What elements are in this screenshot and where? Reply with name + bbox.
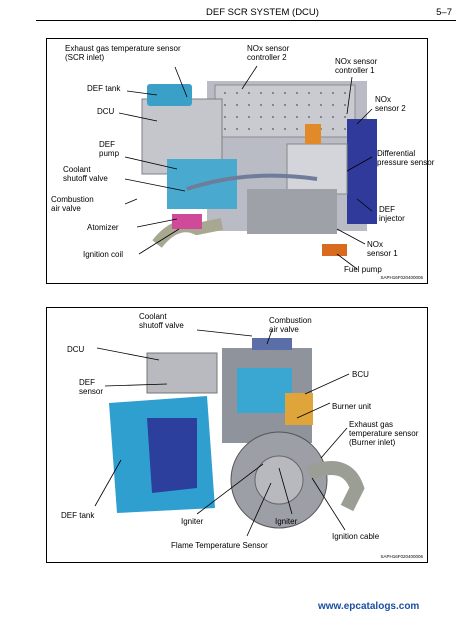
nox-controller (305, 124, 321, 144)
label-nox-sensor-controller-2: NOx sensor controller 2 (247, 44, 290, 62)
label-coolant-shutoff-valve: Coolant shutoff valve (63, 165, 108, 183)
label-dcu-2: DCU (67, 345, 85, 354)
scr-canister (347, 119, 377, 224)
label-exhaust-gas-temp-sensor-burner: Exhaust gas temperature sensor (Burner i… (349, 420, 419, 447)
engine-scr-illustration (118, 65, 377, 270)
dcu-bracket (146, 352, 218, 394)
label-def-injector: DEF injector (379, 205, 405, 223)
label-nox-sensor-1: NOx sensor 1 (367, 240, 398, 258)
label-nox-sensor-2: NOx sensor 2 (375, 95, 406, 113)
figure-code-2: SAPH16F020400006 (380, 554, 423, 559)
section-title: DEF SCR SYSTEM (DCU) (206, 7, 319, 18)
label-flame-temperature-sensor: Flame Temperature Sensor (171, 541, 268, 550)
label-dcu: DCU (97, 107, 115, 116)
label-fuel-pump: Fuel pump (344, 265, 382, 274)
burner-housing (237, 368, 292, 413)
tank-brace (147, 418, 197, 493)
label-ignition-cable: Ignition cable (332, 532, 380, 541)
leader-lines (118, 65, 373, 270)
label-def-tank: DEF tank (87, 84, 121, 93)
page-number: 5–7 (436, 7, 452, 18)
label-differential-pressure-sensor: Differential pressure sensor (377, 149, 435, 167)
site-watermark[interactable]: www.epcatalogs.com (318, 601, 420, 612)
valve-block (252, 338, 292, 350)
def-tank-shape (147, 84, 192, 106)
label-def-tank-2: DEF tank (61, 511, 95, 520)
label-exhaust-gas-temp-sensor-scr: Exhaust gas temperature sensor (SCR inle… (65, 44, 181, 62)
figure-scr-system-rear: Coolant shutoff valve Combustion air val… (46, 307, 428, 563)
label-bcu: BCU (352, 370, 369, 379)
label-igniter-left: Igniter (181, 517, 204, 526)
bcu-shape (285, 393, 313, 425)
flywheel-hub (254, 455, 304, 505)
figure-scr-system-top: Exhaust gas temperature sensor (SCR inle… (46, 38, 434, 284)
burner-illustration (94, 329, 365, 537)
label-def-pump: DEF pump (99, 140, 120, 158)
label-combustion-air-valve: Combustion air valve (51, 195, 94, 213)
label-ignition-coil: Ignition coil (83, 250, 124, 259)
page-header: DEF SCR SYSTEM (DCU) 5–7 (36, 6, 456, 21)
label-atomizer: Atomizer (87, 223, 119, 232)
label-combustion-air-valve-2: Combustion air valve (269, 316, 312, 334)
label-coolant-shutoff-valve-2: Coolant shutoff valve (139, 312, 184, 330)
atomizer-shape (172, 214, 202, 229)
label-nox-sensor-controller-1: NOx sensor controller 1 (335, 57, 378, 75)
leader-lines-2 (94, 329, 350, 537)
label-burner-unit: Burner unit (332, 402, 372, 411)
def-line (186, 173, 318, 191)
fuel-pump-shape (322, 244, 347, 256)
label-igniter-right: Igniter (275, 517, 298, 526)
figure-code: SAPH16F020400006 (380, 275, 423, 280)
lower-frame (247, 189, 337, 234)
exhaust-elbow (306, 461, 365, 512)
label-def-sensor: DEF sensor (79, 378, 104, 396)
sensor-block (286, 143, 348, 195)
